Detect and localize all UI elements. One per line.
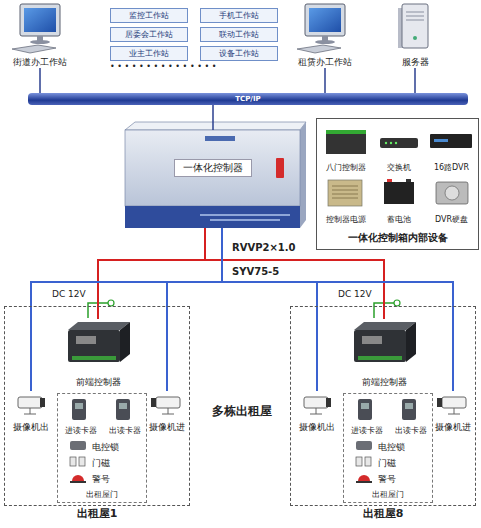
- connector-line: [324, 68, 326, 93]
- equipment-item: 交换机: [373, 123, 425, 173]
- network-bus: TCP/IP: [28, 93, 468, 105]
- connector-line: [222, 228, 317, 391]
- workstation-tag: 居委会工作站: [110, 27, 188, 42]
- front-controller: 前端控制器: [349, 319, 419, 388]
- equipment-item: 八门控制器: [319, 123, 373, 173]
- node-label: 门磁: [92, 458, 110, 469]
- server-icon: 服务器: [388, 2, 442, 68]
- node-label: 监控工作站: [129, 11, 169, 21]
- alarm-siren: 警号: [68, 472, 142, 486]
- node-label: 八门控制器: [326, 163, 366, 173]
- door-sensor: 门磁: [354, 456, 428, 470]
- workstation-tag: 手机工作站: [200, 8, 278, 23]
- node-label: 租赁办工作站: [298, 57, 352, 68]
- equipment-panel: 一体化控制箱内部设备 八门控制器 交换机 16路DVR 控制器电源 蓄电池 DVR硬盘: [316, 118, 479, 250]
- card-reader: 出读卡器: [104, 398, 146, 436]
- equipment-item: DVR硬盘: [425, 175, 478, 225]
- card-reader: 进读卡器: [60, 398, 102, 436]
- node-label: 一体化控制箱内部设备: [317, 232, 478, 244]
- group-note: 多栋出租屋: [196, 404, 288, 418]
- workstation-tag: 业主工作站: [110, 46, 188, 61]
- node-label: 控制器电源: [326, 215, 366, 225]
- workstation-tag: 联动工作站: [200, 27, 278, 42]
- equipment-item: 蓄电池: [373, 175, 425, 225]
- alarm-siren: 警号: [354, 472, 428, 486]
- node-label: 居委会工作站: [125, 30, 173, 40]
- node-label: 手机工作站: [219, 11, 259, 21]
- node-label: TCP/IP: [235, 95, 260, 103]
- rental-house-region: 出租屋8前端控制器摄像机出摄像机进出租屋门进读卡器出读卡器电控锁门磁警号: [290, 306, 476, 506]
- node-label: 交换机: [387, 163, 411, 173]
- node-label: 前端控制器: [362, 377, 407, 388]
- power-label: DC 12V: [338, 289, 372, 300]
- door-group: 出租屋门 进读卡器 出读卡器电控锁门磁警号: [343, 393, 433, 503]
- node-label: 服务器: [402, 57, 429, 68]
- node-label: 警号: [378, 474, 396, 485]
- equipment-item: 控制器电源: [319, 175, 373, 225]
- node-label: 联动工作站: [219, 30, 259, 40]
- electric-lock: 电控锁: [354, 440, 428, 454]
- card-reader: 进读卡器: [346, 398, 388, 436]
- rental-house-region: 出租屋1前端控制器摄像机出摄像机进出租屋门进读卡器出读卡器电控锁门磁警号: [4, 306, 190, 506]
- door-sensor: 门磁: [68, 456, 142, 470]
- controller-cabinet: 一体化控制器: [125, 130, 300, 228]
- node-label: 出读卡器: [109, 426, 141, 436]
- workstation-tag: 设备工作站: [200, 46, 278, 61]
- node-label: 门磁: [378, 458, 396, 469]
- node-label: 一体化控制器: [174, 159, 252, 177]
- node-label: 出租屋8: [291, 507, 475, 520]
- connector-line: [39, 68, 41, 93]
- node-label: 出租屋1: [5, 507, 189, 520]
- node-label: 街道办工作站: [13, 57, 67, 68]
- node-label: 摄像机进: [149, 422, 185, 433]
- door-group: 出租屋门 进读卡器 出读卡器电控锁门磁警号: [57, 393, 147, 503]
- dots-row: • • • • • • • • • • • • • • •: [110, 62, 216, 72]
- cable-spec: RVVP2×1.0: [232, 242, 296, 254]
- node-label: 进读卡器: [351, 426, 383, 436]
- connector-line: [222, 228, 453, 391]
- front-controller: 前端控制器: [63, 319, 133, 388]
- node-label: 电控锁: [378, 442, 405, 453]
- workstation-monitor: 租赁办工作站: [285, 2, 365, 68]
- camera-icon: 摄像机进: [147, 391, 187, 433]
- camera-icon: 摄像机出: [297, 391, 337, 433]
- node-label: 前端控制器: [76, 377, 121, 388]
- connector-line: [212, 105, 214, 130]
- equipment-item: 16路DVR: [425, 123, 478, 173]
- node-label: 16路DVR: [434, 163, 469, 173]
- node-label: 出租屋门: [58, 490, 146, 500]
- node-label: 出读卡器: [395, 426, 427, 436]
- node-label: 摄像机出: [13, 422, 49, 433]
- connector-line: [167, 228, 222, 391]
- connector-line: [414, 68, 416, 93]
- workstation-tag: 监控工作站: [110, 8, 188, 23]
- node-label: 进读卡器: [65, 426, 97, 436]
- cable-spec: SYV75-5: [232, 266, 279, 278]
- node-label: 电控锁: [92, 442, 119, 453]
- connector-line: [31, 228, 222, 391]
- node-label: 设备工作站: [219, 49, 259, 59]
- card-reader: 出读卡器: [390, 398, 432, 436]
- camera-icon: 摄像机出: [11, 391, 51, 433]
- node-label: 业主工作站: [129, 49, 169, 59]
- node-label: 出租屋门: [344, 490, 432, 500]
- workstation-monitor: 街道办工作站: [5, 2, 75, 68]
- camera-icon: 摄像机进: [433, 391, 473, 433]
- node-label: 警号: [92, 474, 110, 485]
- node-label: 摄像机进: [435, 422, 471, 433]
- node-label: DVR硬盘: [435, 215, 468, 225]
- power-label: DC 12V: [52, 289, 86, 300]
- electric-lock: 电控锁: [68, 440, 142, 454]
- node-label: 蓄电池: [387, 215, 411, 225]
- node-label: 摄像机出: [299, 422, 335, 433]
